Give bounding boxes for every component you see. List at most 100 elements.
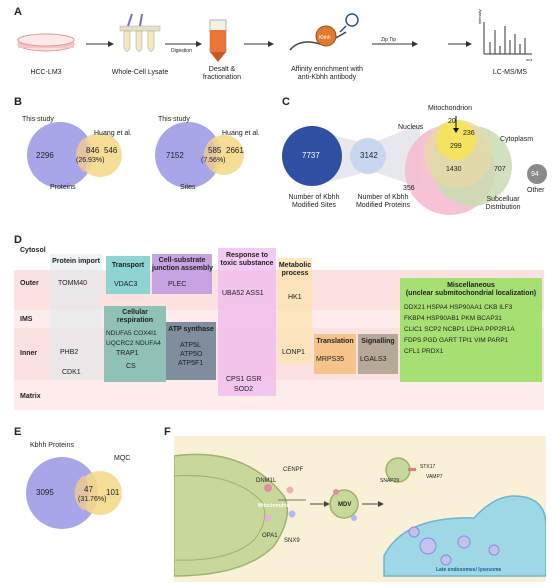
e-left-title: Kbhh Proteins	[30, 442, 74, 449]
e-right-value: 101	[106, 488, 120, 497]
signalling-title: Signalling	[361, 338, 395, 345]
row-cytosol: Cytosol	[20, 247, 46, 254]
protein-vdac3: VDAC3	[114, 281, 138, 288]
protein-lgals3: LGALS3	[360, 356, 387, 363]
protein-trap1: TRAP1	[116, 350, 139, 357]
sites-circle	[282, 126, 342, 186]
protein-sod2: SOD2	[234, 386, 254, 393]
protein-cdk1: CDK1	[62, 369, 81, 376]
toxic-title: Response to toxic substance	[220, 252, 274, 267]
protein-lonp1: LONP1	[282, 349, 305, 356]
f-cenpf: CENPF	[283, 467, 304, 473]
row-outer: Outer	[20, 280, 39, 287]
protein-atp5f1: ATP5F1	[178, 360, 204, 367]
protein-uqcrc2: UQCRC2 NDUFA4	[106, 340, 161, 347]
step-lysate: Whole-Cell Lysate	[111, 69, 169, 76]
f-late-endo: Late endosomes/ lysosome	[436, 567, 502, 573]
mitochondrion-circle	[436, 120, 476, 160]
antibody-icon	[289, 13, 359, 51]
cat-toxic-response	[218, 248, 276, 396]
protein-hk1: HK1	[288, 294, 302, 301]
b2-overlap-value: 585	[208, 146, 222, 155]
cat-protein-import	[50, 254, 102, 380]
b1-header-right: Huang et al.	[94, 130, 132, 137]
f-opa1: OPA1	[262, 533, 278, 539]
b2-header-left: This study	[158, 116, 190, 123]
f-dnm1l: DNM1L	[256, 478, 277, 484]
venn-e-right	[78, 471, 122, 515]
snx9-dot	[288, 510, 296, 518]
b1-header-left: This study	[22, 116, 54, 123]
translation-title: Translation	[316, 338, 354, 345]
row-ims: IMS	[20, 316, 33, 323]
e-overlap-value: 47	[84, 485, 93, 494]
metabolic-title: Metabolic process	[278, 262, 312, 277]
venn-e-left	[26, 457, 98, 529]
v-nuc-cyto: 1430	[446, 166, 462, 173]
venn-b1-left	[27, 122, 93, 188]
b2-right-value: 2661	[226, 146, 244, 155]
venn-b	[27, 122, 244, 188]
misc-line-1: DDX21 HSPA4 HSP90AA1 CKB ILF3	[404, 304, 513, 311]
v-cyto-only: 707	[494, 166, 506, 173]
cat-transport	[106, 256, 150, 294]
ziptip-label: Zip Tip	[381, 37, 397, 43]
v-mito-nuc-cyto: 299	[450, 143, 462, 150]
distribution-caption: Subcelluar Distribution	[485, 196, 521, 211]
cenpf-dot	[286, 486, 294, 494]
cat-misc	[400, 278, 542, 382]
atp-title: ATP synthase	[168, 326, 214, 333]
b2-caption: Sites	[180, 184, 196, 191]
other-value: 94	[531, 171, 539, 178]
f-snap29: SNAP29	[380, 478, 400, 484]
cytoplasm-label: Cytoplasm	[500, 136, 534, 143]
b1-right-value: 546	[104, 146, 118, 155]
digestion-label: Digestion	[171, 48, 192, 54]
workflow-diagram: Kbhh	[17, 13, 532, 62]
cat-signalling	[358, 334, 398, 374]
tubes-icon	[119, 13, 161, 52]
f-vamp7: VAMP7	[426, 474, 443, 480]
opa1-dot	[264, 514, 272, 522]
misc-line-4: FDPS PGD GART TPI1 VIM PARP1	[404, 337, 509, 344]
step-hcc: HCC-LM3	[30, 69, 62, 76]
f-mdv: MDV	[338, 502, 352, 508]
protein-mrps35: MRPS35	[316, 356, 345, 363]
protein-plec: PLEC	[168, 281, 187, 288]
proteins-value: 3142	[360, 151, 378, 160]
f-stx17: STX17	[420, 464, 436, 470]
venn-b1-right	[78, 133, 122, 177]
respiration-title: Cellular respiration	[116, 309, 154, 324]
protein-atp5l: ATP5L	[180, 342, 201, 349]
proteins-caption: Number of Kbhh Modified Proteins	[355, 194, 411, 209]
cell-substrate-title: Cell-substrate junction assembly	[152, 257, 214, 272]
proteins-circle	[350, 138, 386, 174]
f-mito-label: Mitochondria	[258, 503, 290, 509]
b1-overlap-value: 846	[86, 146, 100, 155]
cat-cellular-respiration	[104, 306, 166, 382]
protein-import-title: Protein import	[52, 258, 100, 265]
mdv-circle	[329, 489, 359, 519]
panel-label-e: E	[14, 426, 22, 438]
panel-f-diagram	[174, 453, 546, 577]
e-right-title: MQC	[114, 455, 131, 462]
b1-overlap-pct: (26.93%)	[76, 157, 105, 164]
step-desalt: Desalt & fractionation	[202, 66, 242, 81]
mito-label: Mitochondrion	[428, 105, 472, 112]
panel-label-a: A	[14, 6, 22, 18]
f-snx9: SNX9	[284, 538, 300, 544]
cat-atp-synthase	[166, 322, 216, 380]
b1-left-value: 2296	[36, 151, 54, 160]
panel-label-d: D	[14, 234, 22, 246]
misc-line-5: CFL1 PRDX1	[404, 348, 444, 355]
panel-c-diagram	[282, 116, 547, 215]
b1-caption: Proteins	[50, 184, 76, 191]
petri-dish-icon	[17, 33, 75, 52]
misc-line-3: CLIC1 SCP2 NCBP1 LDHA PPP2R1A	[404, 326, 515, 333]
venn-e	[26, 457, 122, 529]
step-lcms: LC-MS/MS	[492, 69, 528, 76]
venn-b2-left	[155, 122, 221, 188]
matrix-band	[14, 380, 544, 410]
protein-uba52: UBA52 ASS1	[222, 290, 264, 297]
panel-label-c: C	[282, 96, 290, 108]
